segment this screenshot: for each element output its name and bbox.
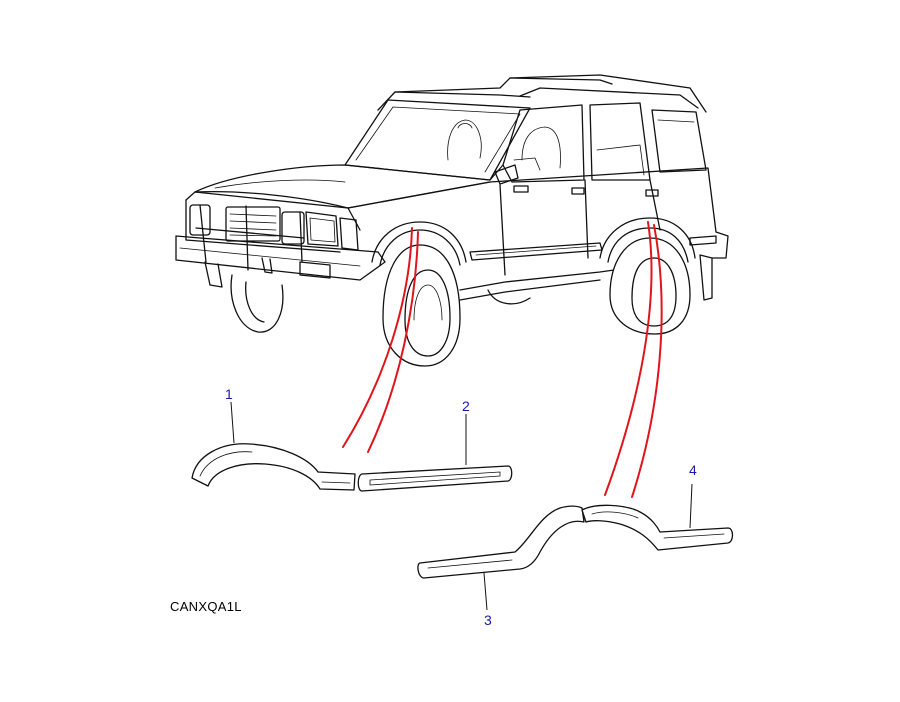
guide-line-rear-1	[604, 221, 653, 496]
part-2-door-moulding	[357, 414, 513, 492]
callout-1: 1	[225, 386, 233, 402]
vehicle-illustration	[175, 74, 729, 367]
guide-line-front-1	[342, 227, 413, 448]
guide-line-rear-2	[631, 224, 663, 498]
guide-lines	[342, 221, 663, 498]
callout-4: 4	[689, 462, 697, 478]
part-1-front-arch-moulding	[191, 401, 356, 491]
part-3-rear-arch-moulding	[417, 505, 585, 611]
part-4-rear-quarter-moulding	[581, 483, 734, 551]
callout-2: 2	[462, 398, 470, 414]
drawing-code: CANXQA1L	[170, 599, 242, 614]
guide-line-front-2	[367, 231, 419, 453]
callout-3: 3	[484, 612, 492, 628]
